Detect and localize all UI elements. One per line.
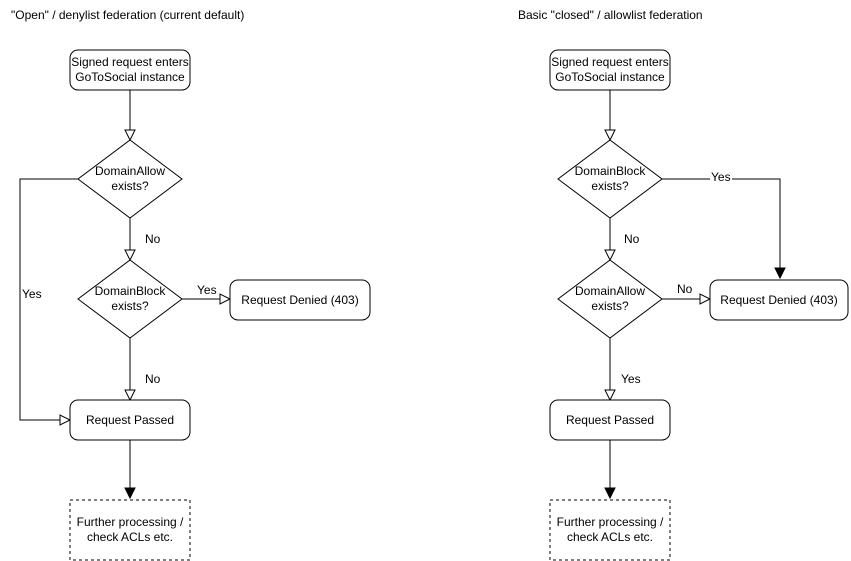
left-passed-box-shape	[69, 399, 191, 441]
left-arrowhead-filled-further	[124, 487, 136, 500]
right-nodes	[549, 49, 849, 561]
right-passed-box-shape	[549, 399, 671, 441]
right-flowchart	[549, 49, 849, 561]
right-chart-title: Basic "closed" / allowlist federation	[518, 8, 703, 22]
right-arrowhead-filled-denied-top	[774, 267, 786, 280]
left-edge-decision1-loop-to-passed	[19, 178, 78, 421]
left-arrowhead-open-passed-top	[124, 389, 136, 402]
right-denied-box-shape	[709, 279, 849, 321]
right-edge-label-decision2-yes: Yes	[620, 372, 642, 386]
left-nodes	[69, 49, 371, 561]
right-start-box-shape	[549, 49, 671, 91]
left-edge-label-decision2-no: No	[144, 372, 162, 386]
left-decision2-diamond-shape	[77, 259, 183, 339]
left-chart-title: "Open" / denylist federation (current de…	[11, 8, 245, 22]
right-edge-label-decision1-no: No	[623, 232, 641, 246]
left-edge-label-decision1-no: No	[144, 232, 162, 246]
right-decision2-diamond-shape	[557, 259, 663, 339]
left-decision1-diamond-shape	[77, 139, 183, 219]
right-decision1-diamond-shape	[557, 139, 663, 219]
left-edges	[19, 90, 232, 500]
left-further-box-shape	[69, 499, 191, 561]
right-arrowhead-filled-further	[604, 487, 616, 500]
right-arrowhead-open-passed-top	[604, 389, 616, 402]
right-edge-label-decision1-yes: Yes	[710, 170, 732, 184]
right-further-box-shape	[549, 499, 671, 561]
right-edge-label-decision2-no: No	[676, 282, 694, 296]
left-arrowhead-open-decision1	[124, 129, 136, 142]
left-arrowhead-open-passed-left	[59, 414, 72, 426]
left-arrowhead-open-decision2	[124, 249, 136, 262]
left-start-box-shape	[69, 49, 191, 91]
left-edge-label-decision1-yes: Yes	[21, 287, 43, 301]
left-denied-box-shape	[229, 279, 371, 321]
right-arrowhead-open-denied-left	[699, 293, 712, 305]
left-flowchart	[19, 49, 371, 561]
left-edge-label-decision2-yes: Yes	[196, 283, 218, 297]
right-arrowhead-open-decision2	[604, 249, 616, 262]
right-edges	[604, 90, 786, 500]
right-arrowhead-open-decision1	[604, 129, 616, 142]
left-arrowhead-open-denied	[219, 293, 232, 305]
right-edge-decision1-to-denied	[662, 178, 781, 268]
